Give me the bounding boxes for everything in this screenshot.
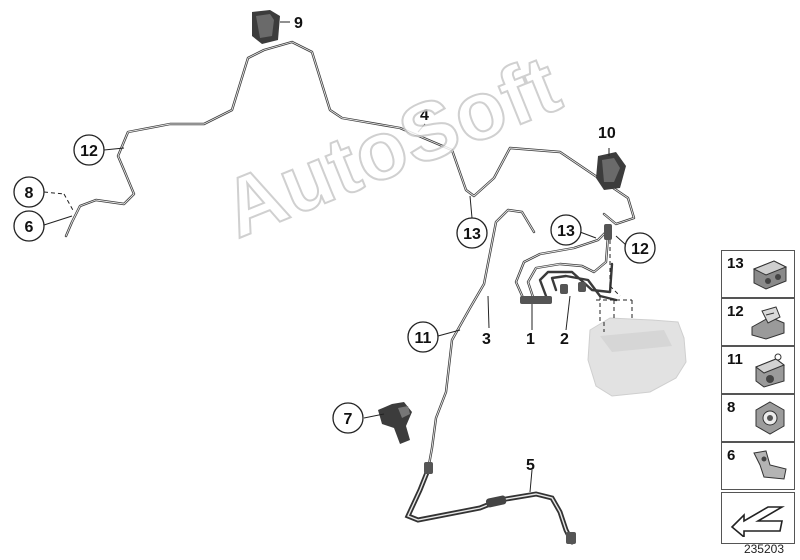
diagram-id: 235203: [743, 542, 784, 556]
callout-6: 6: [13, 210, 45, 242]
legend-tile-8: 8: [721, 394, 795, 442]
bracket-7-icon: [378, 402, 412, 444]
svg-text:11: 11: [415, 330, 432, 347]
brake-pipe-4: [64, 40, 636, 238]
legend-tile-arrow: [721, 492, 795, 544]
clamp-6-icon: [753, 450, 787, 480]
brake-pipes-1-2: [514, 224, 618, 304]
label-10: 10: [598, 125, 616, 142]
svg-text:12: 12: [80, 143, 98, 160]
callout-8: 8: [13, 176, 45, 208]
bracket-9-icon: [252, 10, 280, 44]
legend-tile-6: 6: [721, 442, 795, 490]
nut-8-icon: [755, 401, 785, 435]
label-4: 4: [420, 107, 429, 124]
legend-tile-12: 12: [721, 298, 795, 346]
legend-tile-13: 13: [721, 250, 795, 298]
svg-text:13: 13: [463, 226, 481, 243]
clip-13-icon: [752, 260, 788, 290]
legend-tile-11: 11: [721, 346, 795, 394]
svg-text:7: 7: [344, 411, 353, 428]
label-9: 9: [294, 15, 303, 32]
callout-12-left: 12: [73, 134, 105, 166]
arrow-icon: [730, 506, 785, 537]
callout-7: 7: [332, 402, 364, 434]
clip-12-icon: [751, 306, 785, 340]
callout-13-right: 13: [550, 214, 582, 246]
bracket-10-icon: [596, 152, 626, 190]
label-1: 1: [526, 331, 535, 348]
label-5: 5: [526, 457, 535, 474]
label-3: 3: [482, 331, 491, 348]
callout-11: 11: [407, 321, 439, 353]
hydraulic-unit-ghost: [587, 317, 687, 397]
clip-11-icon: [754, 353, 786, 388]
callout-12-right: 12: [624, 232, 656, 264]
brake-pipe-3: [426, 208, 536, 472]
leader-lines: [43, 21, 633, 493]
svg-text:6: 6: [25, 219, 34, 236]
brake-hose-5: [404, 462, 576, 545]
callout-13-left: 13: [456, 217, 488, 249]
svg-text:8: 8: [25, 185, 34, 202]
label-2: 2: [560, 331, 569, 348]
svg-text:13: 13: [557, 223, 575, 240]
svg-text:12: 12: [631, 241, 649, 258]
